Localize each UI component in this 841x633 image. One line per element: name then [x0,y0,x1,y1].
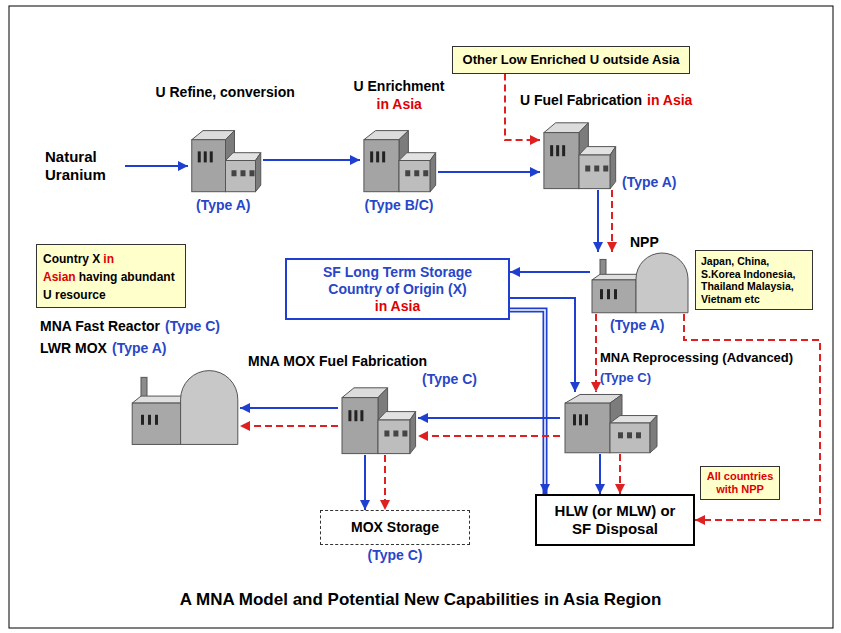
connector [240,408,338,409]
node-text: (Type C) [165,318,220,335]
connector-line [384,455,386,510]
node-text: (Type C) [422,371,477,388]
connector [598,190,599,252]
node-text: MNA Reprocessing (Advanced) [600,350,793,366]
node-text: All countries with NPP [706,470,774,496]
node-text: MNA MOX Fuel Fabrication [248,353,427,370]
node-text: U Enrichment [354,78,445,95]
node-text: (Type A) [610,317,664,334]
connector [620,454,621,494]
connector-line [599,454,601,494]
connector [365,455,366,510]
storage-box: SF Long Term Storage Country of Origin (… [285,258,510,320]
note-box: Other Low Enriched U outside Asia [452,46,690,74]
caption: A MNA Model and Potential New Capabiliti… [0,590,841,610]
disposal-box: HLW (or MLW) or SF Disposal [535,494,695,546]
connector [510,310,545,494]
building-illustration [590,252,690,314]
node-text: (Type A) [112,340,166,357]
source-label: Natural Uranium [45,148,125,184]
node-text: LWR MOX [40,340,107,357]
connector-line [438,171,540,173]
node-text: U Refine, conversion [156,84,295,101]
note-box: Country Xin Asianhaving abundant U resou… [36,244,186,308]
node-text: Japan, China, S.Korea Indonesia, Thailan… [701,255,807,305]
node-text: in Asia [295,298,500,315]
node-text: in Asia [647,92,692,109]
connector [125,166,188,167]
facility: U Refine, conversion(Type A) [188,128,263,193]
building-illustration [130,368,240,446]
storage-box: MOX Storage(Type C) [320,510,470,545]
connector-line [510,271,590,273]
node-text: Country X [43,252,100,266]
connector-line [611,190,613,252]
connector [385,455,386,510]
facility: U Enrichmentin Asia(Type B/C) [360,128,438,193]
connector [600,454,601,494]
node-text: NPP [630,234,659,251]
connector-line [595,314,597,392]
connector [612,190,613,252]
connector-line [364,455,366,510]
facility: U Fuel Fabricationin Asia(Type A) [540,120,618,190]
connector [438,172,540,173]
connector-line [597,190,599,252]
facility: MNA MOX Fuel Fabrication(Type C) [338,385,418,455]
connector [263,160,360,161]
node-text: MNA Fast Reactor [40,318,160,335]
reactor: MNA Fast Reactor(Type C)LWR MOX(Type A) [130,368,240,446]
connector [684,314,820,520]
connector-line [125,165,188,167]
connector-line [418,417,560,419]
connector [418,418,560,419]
note-box: Japan, China, S.Korea Indonesia, Thailan… [695,250,813,310]
building-illustration [338,385,418,455]
connector-line [263,159,360,161]
building-illustration [360,128,438,193]
connector-line [418,435,560,437]
node-text: Natural Uranium [45,148,125,184]
node-text: (Type C) [600,370,651,386]
facility: MNA Reprocessing (Advanced)(Type C) [560,392,660,454]
node-text: U Fuel Fabrication [520,92,642,109]
outer-border [9,6,833,628]
node-text: Other Low Enriched U outside Asia [459,52,683,68]
node-text: (Type B/C) [365,197,434,214]
connector-line [240,407,338,409]
connector [240,426,338,427]
building-illustration [560,392,660,454]
power-plant: NPP(Type A) [590,252,690,314]
node-text: (Type A) [622,174,676,191]
connector-line [510,310,545,494]
node-text: (Type A) [196,197,250,214]
connector [418,436,560,437]
connector-line [684,314,820,520]
node-text: in Asia [377,96,422,113]
node-text: MOX Storage [327,519,463,536]
connector-line [619,454,621,494]
connector-line [240,425,338,427]
node-text: (Type C) [368,547,423,564]
connector [510,272,590,273]
building-illustration [188,128,263,193]
connector-inner-line [510,310,545,484]
connector [596,314,597,392]
node-text: HLW (or MLW) or SF Disposal [545,502,685,538]
node-text: SF Long Term Storage Country of Origin (… [295,264,500,298]
building-illustration [540,120,618,190]
note-box: All countries with NPP [700,466,780,500]
